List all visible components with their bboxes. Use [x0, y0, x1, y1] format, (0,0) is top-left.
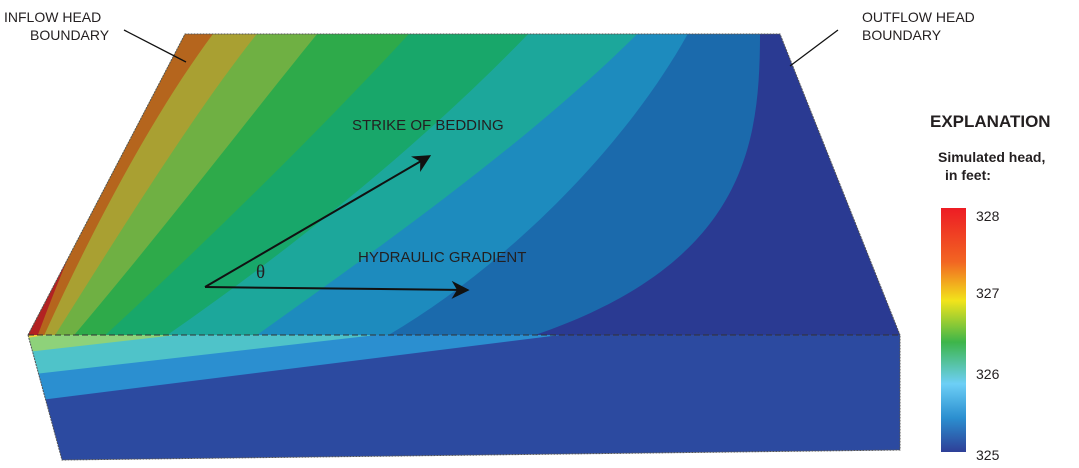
- scale-tick-325: 325: [976, 447, 1000, 463]
- front-band-2: [28, 335, 220, 355]
- explanation-title: EXPLANATION: [930, 112, 1051, 131]
- inflow-label-line2: BOUNDARY: [30, 27, 110, 43]
- color-scale-bar: [941, 208, 966, 452]
- strike-of-bedding-label: STRIKE OF BEDDING: [352, 117, 504, 134]
- outflow-label-line1: OUTFLOW HEAD: [862, 9, 975, 25]
- inflow-label-line1: INFLOW HEAD: [4, 9, 101, 25]
- scale-tick-326: 326: [976, 366, 1000, 382]
- hydraulic-gradient-arrow: [204, 280, 470, 299]
- hydraulic-gradient-label: HYDRAULIC GRADIENT: [358, 249, 526, 266]
- explanation-subtitle-line1: Simulated head,: [938, 149, 1045, 165]
- explanation-legend: EXPLANATION Simulated head, in feet: 328…: [930, 112, 1051, 463]
- explanation-subtitle-line2: in feet:: [945, 167, 991, 183]
- inflow-leader-line: [123, 29, 187, 63]
- front-face: [28, 335, 900, 460]
- outflow-leader-line: [789, 29, 839, 67]
- front-band-1: [28, 335, 80, 342]
- outflow-label-line2: BOUNDARY: [862, 27, 942, 43]
- scale-tick-328: 328: [976, 208, 1000, 224]
- block-edges: [27, 33, 901, 461]
- strike-of-bedding-arrow: [204, 155, 432, 288]
- scale-tick-327: 327: [976, 285, 1000, 301]
- angle-theta-label: θ: [256, 262, 265, 283]
